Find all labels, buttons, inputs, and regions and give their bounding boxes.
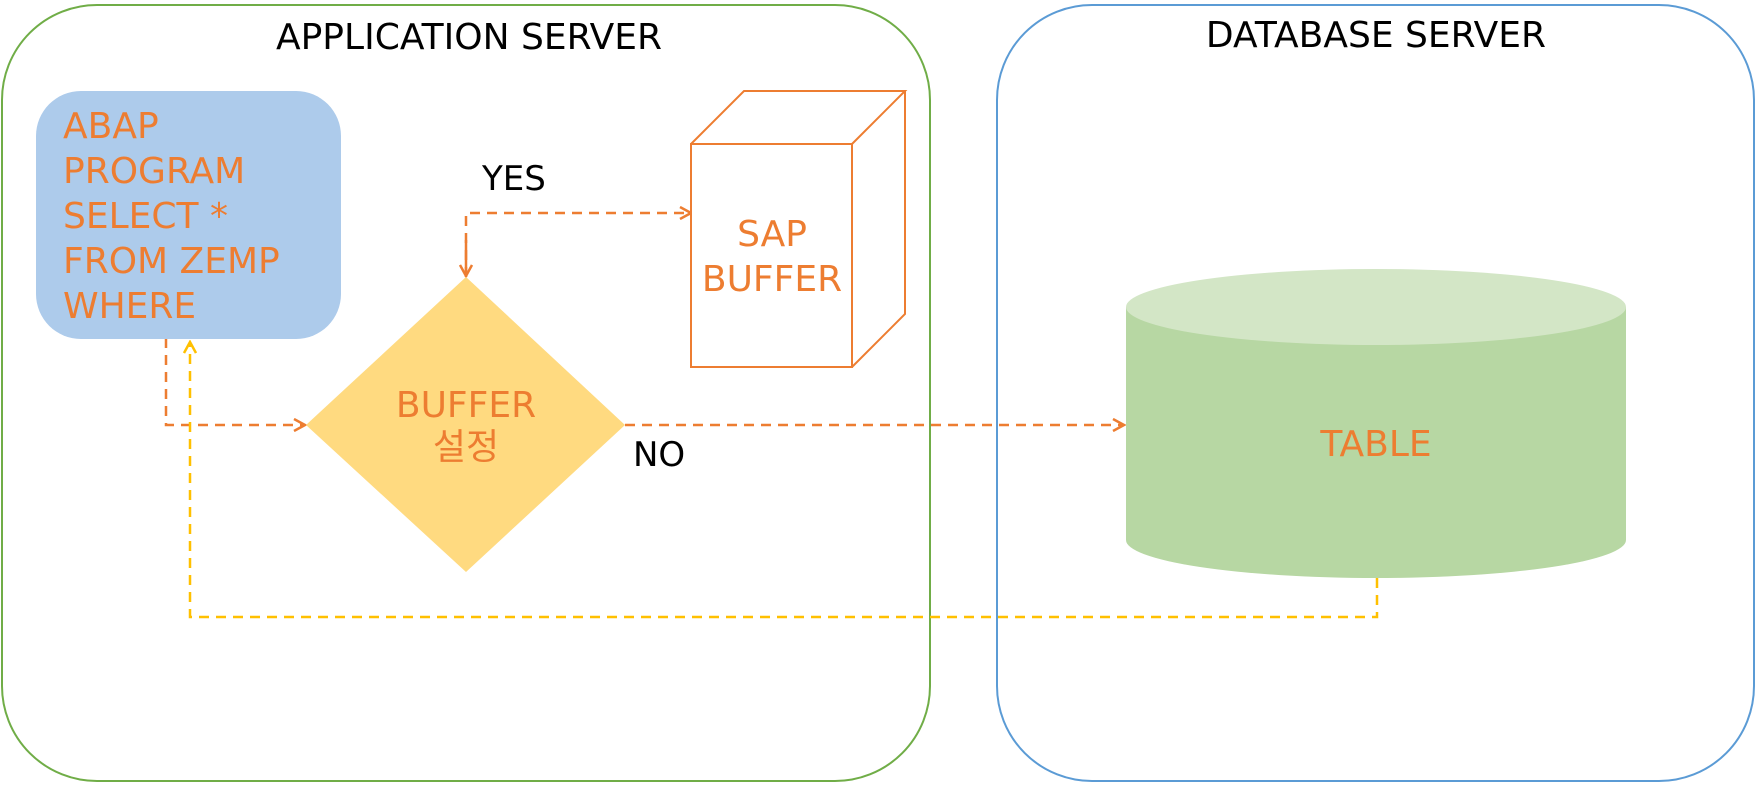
decision-diamond xyxy=(306,277,625,572)
sap-buffer-cube: SAP BUFFER xyxy=(690,90,908,368)
abap-program-line: PROGRAM xyxy=(63,151,245,192)
table-label: TABLE xyxy=(1319,424,1431,465)
sap-buffer-label-line: BUFFER xyxy=(702,259,842,300)
buffer-decision: BUFFER 설정 xyxy=(306,277,625,572)
table-cylinder: TABLE xyxy=(1126,269,1626,578)
sap-buffer-cube-outline xyxy=(690,90,908,368)
abap-program-line: ABAP xyxy=(63,106,159,147)
arrow-table-to-abap xyxy=(190,343,1379,619)
application-server-title: APPLICATION SERVER xyxy=(276,17,662,58)
decision-label-line: 설정 xyxy=(433,427,499,468)
abap-program-background xyxy=(36,91,341,339)
arrow-yes-to-sap-buffer xyxy=(464,213,690,277)
abap-program-line: SELECT * xyxy=(63,196,228,237)
abap-program-line: FROM ZEMP xyxy=(63,241,280,282)
cylinder-top xyxy=(1126,269,1626,345)
arrow-abap-to-decision xyxy=(164,338,304,425)
abap-program-box: ABAP PROGRAM SELECT * FROM ZEMP WHERE xyxy=(36,91,341,339)
no-label: NO xyxy=(633,435,685,475)
connectors xyxy=(164,213,1379,619)
decision-label-line: BUFFER xyxy=(396,385,536,426)
database-server-title: DATABASE SERVER xyxy=(1206,15,1546,56)
application-server-border xyxy=(1,4,931,782)
sap-buffer-label-line: SAP xyxy=(737,214,807,255)
yes-label: YES xyxy=(481,159,546,199)
database-server-border xyxy=(996,4,1755,782)
abap-program-line: WHERE xyxy=(63,286,196,327)
database-server: DATABASE SERVER xyxy=(996,4,1755,782)
cylinder-body xyxy=(1126,307,1626,578)
application-server: APPLICATION SERVER xyxy=(1,4,931,782)
